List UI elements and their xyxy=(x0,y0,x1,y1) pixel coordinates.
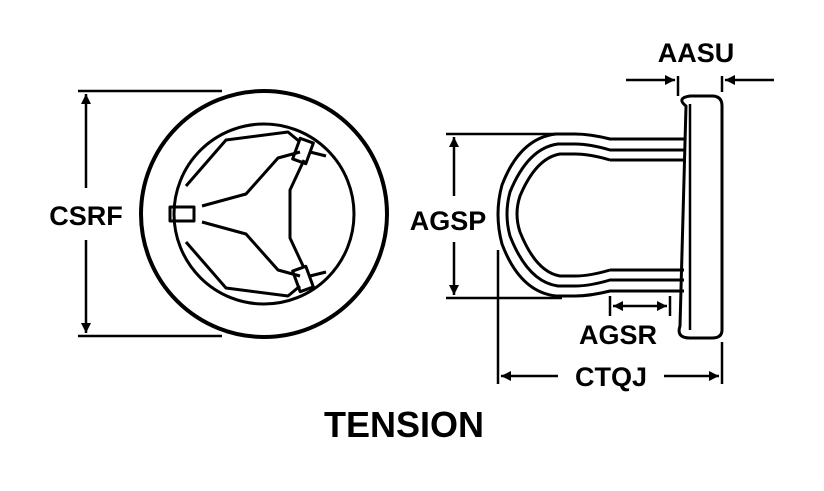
dome-contour-1 xyxy=(505,142,684,288)
front-view xyxy=(139,89,389,339)
outer-ring xyxy=(139,89,389,339)
dome-outer xyxy=(496,132,684,298)
tab-top xyxy=(291,136,315,166)
agsp-label: AGSP xyxy=(410,206,487,236)
diagram-caption: TENSION xyxy=(324,404,484,445)
aasu-label: AASU xyxy=(658,38,735,68)
csrf-dimension xyxy=(78,89,222,338)
agsp-dimension xyxy=(446,132,562,300)
agsr-label: AGSR xyxy=(579,320,657,350)
aasu-dimension xyxy=(626,75,774,96)
flange xyxy=(677,94,724,340)
inner-ring xyxy=(172,122,356,306)
ctqj-dimension xyxy=(496,250,724,384)
ctqj-label: CTQJ xyxy=(575,362,647,392)
tab-bottom xyxy=(291,264,315,294)
dome-contour-2 xyxy=(515,152,611,278)
csrf-label: CSRF xyxy=(49,201,123,231)
tab-left xyxy=(168,205,196,223)
agsr-dimension xyxy=(608,296,672,316)
side-view xyxy=(496,94,724,340)
spring-clip xyxy=(168,130,327,298)
